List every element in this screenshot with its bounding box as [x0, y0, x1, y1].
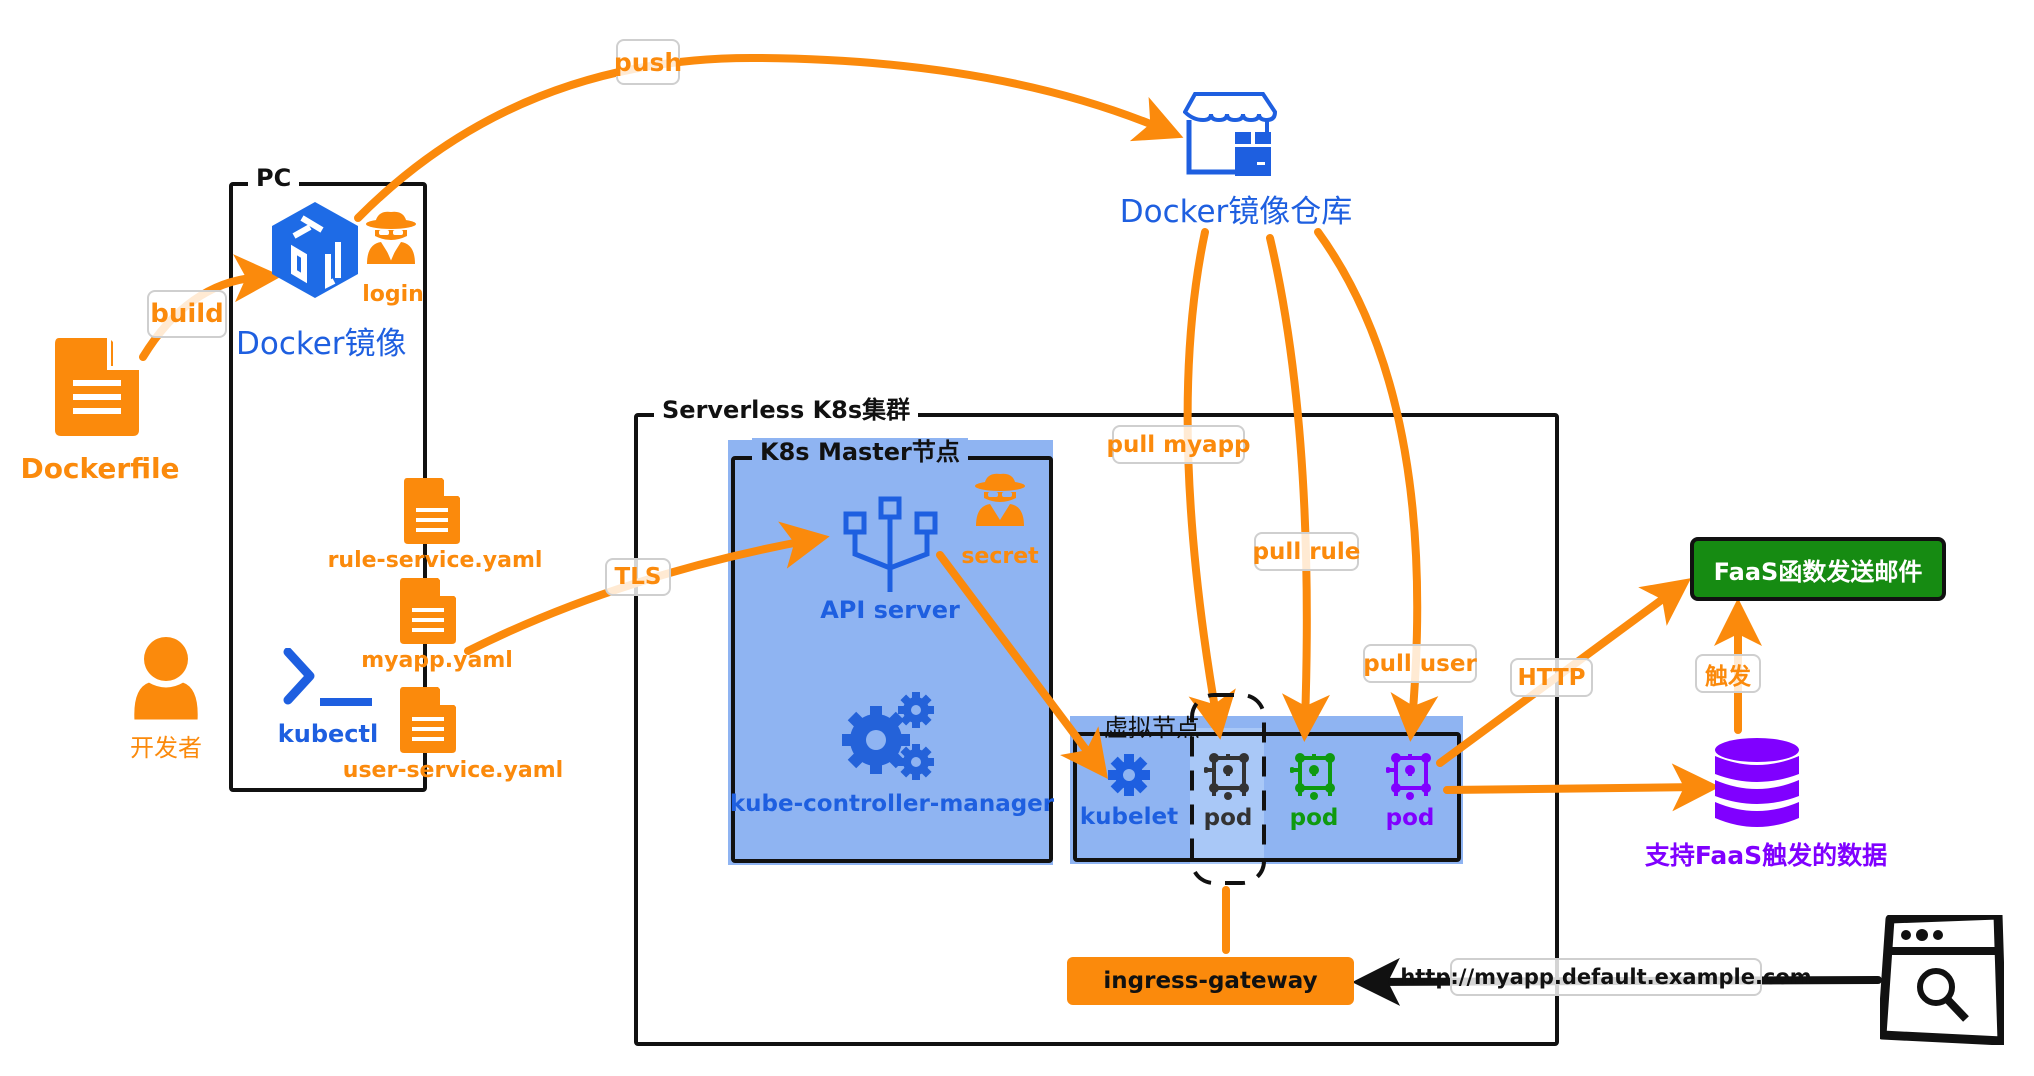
terminal-icon	[282, 647, 374, 710]
user-service-yaml-label: user-service.yaml	[342, 758, 564, 783]
edge-label-tls: TLS	[605, 558, 671, 596]
pod-icon-user	[1385, 752, 1434, 800]
login-label: login	[362, 282, 424, 307]
api-tree-icon	[843, 496, 941, 592]
edge-label-pull-user: pull user	[1363, 644, 1477, 683]
ingress-gateway[interactable]: ingress-gateway	[1067, 957, 1354, 1005]
edge-label-trigger: 触发	[1695, 654, 1761, 693]
pod-label-user: pod	[1385, 805, 1435, 831]
developer-label: 开发者	[130, 734, 202, 762]
dockerfile-icon	[55, 338, 139, 436]
controller-manager-label: kube-controller-manager	[729, 791, 1055, 817]
virtual-node-title: 虚拟节点	[1104, 714, 1200, 742]
user-icon	[131, 637, 201, 723]
registry-label: Docker镜像仓库	[1119, 194, 1353, 230]
rule-service-yaml-label: rule-service.yaml	[327, 548, 543, 573]
gears-icon	[840, 692, 940, 782]
edge-label-url[interactable]: http://myapp.default.example.com	[1400, 958, 1812, 996]
secret-label: secret	[961, 544, 1039, 569]
database-label: 支持FaaS触发的数据	[1644, 841, 1888, 870]
kubectl-label: kubectl	[277, 720, 379, 748]
edge-label-push: push	[614, 39, 682, 85]
secret-spy-icon	[972, 470, 1028, 528]
pod-icon-rule	[1289, 752, 1338, 800]
dockerfile-label: Dockerfile	[20, 452, 180, 485]
faas-function-label: FaaS函数发送邮件	[1713, 557, 1923, 586]
pod-dashed-outline	[1190, 693, 1266, 885]
master-node-title: K8s Master节点	[752, 438, 968, 466]
edge-to-database	[1443, 763, 1720, 812]
database-icon	[1715, 738, 1799, 830]
store-icon	[1182, 92, 1278, 176]
master-node-fill	[728, 440, 1053, 865]
virtual-node-box	[1073, 732, 1461, 862]
faas-function-box[interactable]: FaaS函数发送邮件	[1690, 537, 1946, 601]
docker-image-label: Docker镜像	[236, 326, 407, 362]
gear-icon	[1108, 754, 1150, 796]
cluster-title: Serverless K8s集群	[654, 396, 919, 424]
edge-api-to-kubelet	[936, 551, 1108, 779]
pc-title: PC	[248, 164, 300, 192]
edge-push	[354, 53, 1184, 222]
ingress-gateway-label: ingress-gateway	[1103, 968, 1318, 994]
edge-label-pull-rule: pull rule	[1253, 532, 1360, 571]
file-icon	[400, 687, 456, 753]
edge-label-http: HTTP	[1510, 658, 1593, 697]
browser-search-icon[interactable]	[1877, 910, 2007, 1046]
pod-label-default: pod	[1203, 805, 1253, 831]
pod-icon-default	[1203, 752, 1252, 800]
edge-label-pull-myapp: pull myapp	[1106, 425, 1251, 464]
edge-pull-rule	[1266, 234, 1330, 742]
myapp-yaml-label: myapp.yaml	[361, 648, 513, 673]
docker-box-icon	[272, 202, 358, 298]
api-server-label: API server	[820, 596, 960, 624]
edge-label-build: build	[147, 290, 227, 338]
file-icon	[404, 478, 460, 544]
kubelet-label: kubelet	[1079, 804, 1179, 830]
edge-pull-user	[1314, 228, 1439, 742]
file-icon	[400, 578, 456, 644]
cluster-box	[634, 413, 1559, 1046]
pod-label-rule: pod	[1289, 805, 1339, 831]
login-spy-icon	[363, 210, 419, 264]
edge-pull-myapp	[1183, 228, 1236, 740]
